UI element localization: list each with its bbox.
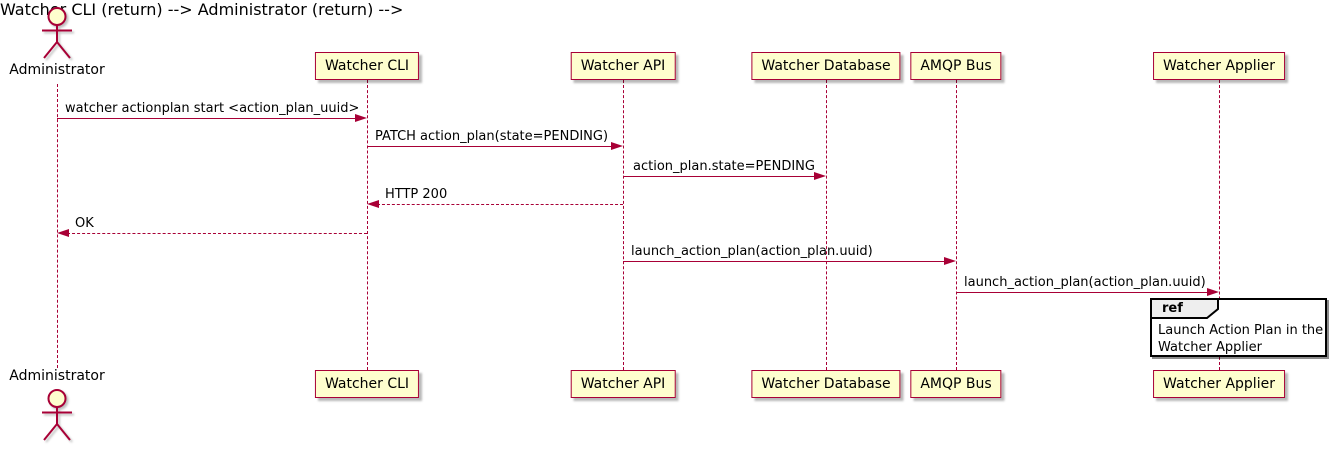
participant-label: Watcher API [580, 376, 666, 392]
lifeline-watcher-api [622, 80, 624, 370]
message-label-state-pending: action_plan.state=PENDING [633, 159, 815, 174]
participant-box-watcher-api-top: Watcher API [570, 52, 676, 80]
arrowhead-right-icon [814, 172, 826, 180]
message-line-return [377, 204, 623, 205]
lifeline-administrator [56, 84, 58, 368]
message-line [367, 146, 613, 147]
message-label-launch-action-plan-amqp: launch_action_plan(action_plan.uuid) [631, 244, 873, 259]
ref-text-line: Launch Action Plan in the [1158, 323, 1324, 338]
participant-label: Watcher API [580, 58, 666, 74]
message-label-patch-action-plan: PATCH action_plan(state=PENDING) [375, 129, 609, 144]
lifeline-watcher-applier [1218, 80, 1220, 370]
ref-text: Launch Action Plan in the Watcher Applie… [1158, 322, 1323, 356]
participant-label: AMQP Bus [920, 58, 992, 74]
arrowhead-left-icon [367, 200, 379, 208]
ref-keyword: ref [1162, 301, 1183, 316]
actor-label-administrator-bottom: Administrator [9, 368, 105, 384]
participant-label: Watcher CLI [324, 376, 410, 392]
message-line-return [67, 233, 367, 234]
participant-label: Watcher Applier [1163, 58, 1275, 74]
arrowhead-right-icon [944, 257, 956, 265]
lifeline-watcher-database [825, 80, 827, 370]
participant-label: Watcher CLI [324, 58, 410, 74]
message-line [623, 261, 946, 262]
participant-label: Watcher Applier [1163, 376, 1275, 392]
message-line [623, 176, 816, 177]
participant-label: AMQP Bus [920, 376, 992, 392]
arrowhead-right-icon [611, 142, 623, 150]
participant-box-amqp-bus-top: AMQP Bus [910, 52, 1002, 80]
lifeline-watcher-cli [366, 80, 368, 370]
participant-box-watcher-cli-top: Watcher CLI [314, 52, 420, 80]
message-line [57, 118, 357, 119]
message-label-launch-action-plan-applier: launch_action_plan(action_plan.uuid) [964, 275, 1206, 290]
arrowhead-right-icon [1207, 288, 1219, 296]
arrowhead-left-icon [57, 229, 69, 237]
message-label-http-200: HTTP 200 [385, 187, 448, 202]
participant-label: Watcher Database [761, 376, 891, 392]
message-line [956, 292, 1209, 293]
participant-box-watcher-applier-top: Watcher Applier [1153, 52, 1285, 80]
actor-label-administrator-top: Administrator [9, 62, 105, 78]
actor-icon [42, 389, 72, 441]
message-label-actionplan-start: watcher actionplan start <action_plan_uu… [65, 101, 360, 116]
participant-label: Watcher Database [761, 58, 891, 74]
actor-icon [42, 7, 72, 59]
ref-header-pentagon-icon [1150, 298, 1219, 319]
participant-box-watcher-cli-bottom: Watcher CLI [314, 370, 420, 398]
participant-box-watcher-database-bottom: Watcher Database [751, 370, 901, 398]
message-label-ok: OK [75, 216, 94, 231]
lifeline-amqp-bus [955, 80, 957, 370]
participant-box-watcher-database-top: Watcher Database [751, 52, 901, 80]
participant-box-watcher-applier-bottom: Watcher Applier [1153, 370, 1285, 398]
arrowhead-right-icon [355, 114, 367, 122]
ref-text-line: Watcher Applier [1158, 340, 1262, 355]
participant-box-amqp-bus-bottom: AMQP Bus [910, 370, 1002, 398]
ref-fragment: ref Launch Action Plan in the Watcher Ap… [1150, 298, 1327, 357]
participant-box-watcher-api-bottom: Watcher API [570, 370, 676, 398]
